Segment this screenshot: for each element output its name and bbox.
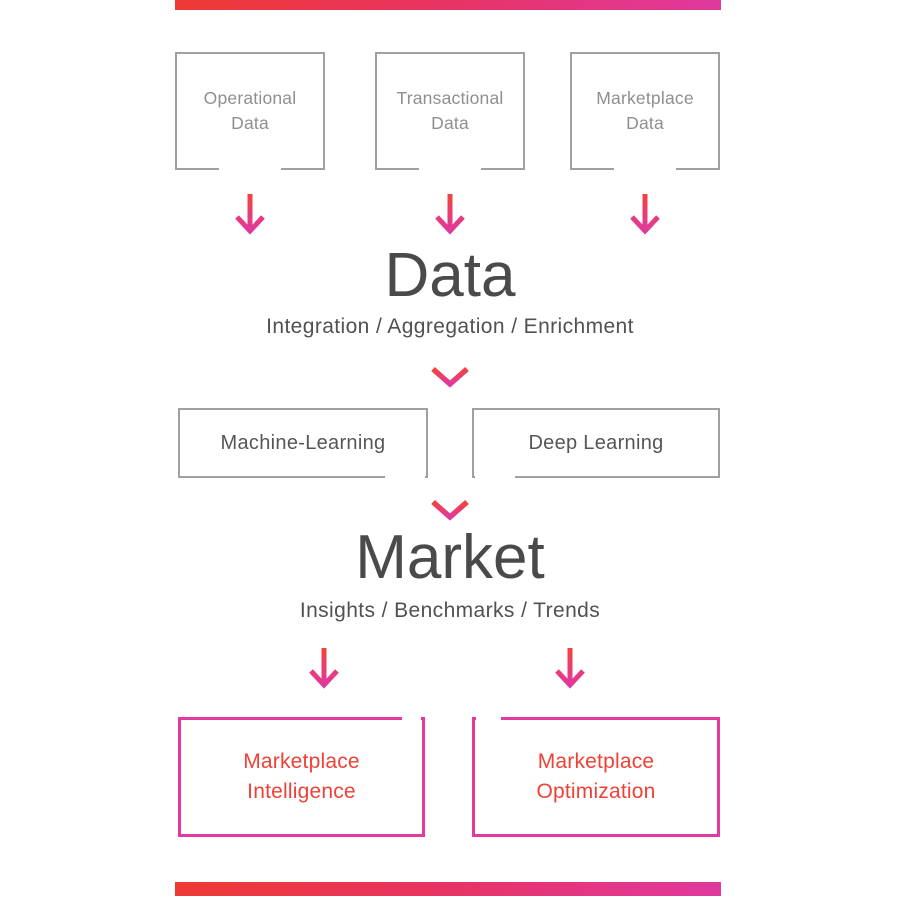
output-box-marketplace-optimization: Marketplace Optimization: [472, 715, 720, 837]
market-stage-subtitle: Insights / Benchmarks / Trends: [299, 599, 601, 622]
output-box-label: Marketplace Optimization: [536, 750, 656, 803]
border-gap: [614, 165, 676, 172]
source-box-label: Operational Data: [203, 88, 297, 133]
data-stage-title: Data: [384, 241, 516, 310]
output-box-label: Marketplace Intelligence: [243, 750, 360, 803]
down-arrow-icon: [235, 194, 265, 235]
market-stage-title: Market: [355, 523, 545, 592]
border-gap: [219, 165, 281, 172]
source-box-marketplace-data: Marketplace Data: [570, 52, 720, 172]
chevron-down-icon: [431, 366, 469, 388]
source-box-transactional-data: Transactional Data: [375, 52, 525, 172]
border-gap: [475, 473, 515, 480]
down-arrow-icon: [630, 194, 660, 235]
data-stage-subtitle: Integration / Aggregation / Enrichment: [266, 315, 634, 338]
chevron-down-icon: [431, 499, 469, 521]
source-box-label: Transactional Data: [396, 88, 504, 133]
down-arrow-icon: [435, 194, 465, 235]
border-gap: [385, 473, 425, 480]
method-box-deep-learning: Deep Learning: [472, 408, 720, 480]
border-gap: [419, 165, 481, 172]
source-box-operational-data: Operational Data: [175, 52, 325, 172]
border-gap: [402, 715, 421, 723]
down-arrow-icon: [555, 648, 585, 689]
method-box-label: Deep Learning: [528, 431, 664, 454]
source-box-label: Marketplace Data: [596, 88, 694, 133]
method-box-machine-learning: Machine-Learning: [178, 408, 428, 480]
output-box-marketplace-intelligence: Marketplace Intelligence: [178, 715, 425, 837]
method-box-label: Machine-Learning: [220, 431, 386, 454]
top-accent-bar: [175, 0, 721, 10]
border-gap: [476, 715, 501, 723]
down-arrow-icon: [309, 648, 339, 689]
bottom-accent-bar: [175, 882, 721, 896]
